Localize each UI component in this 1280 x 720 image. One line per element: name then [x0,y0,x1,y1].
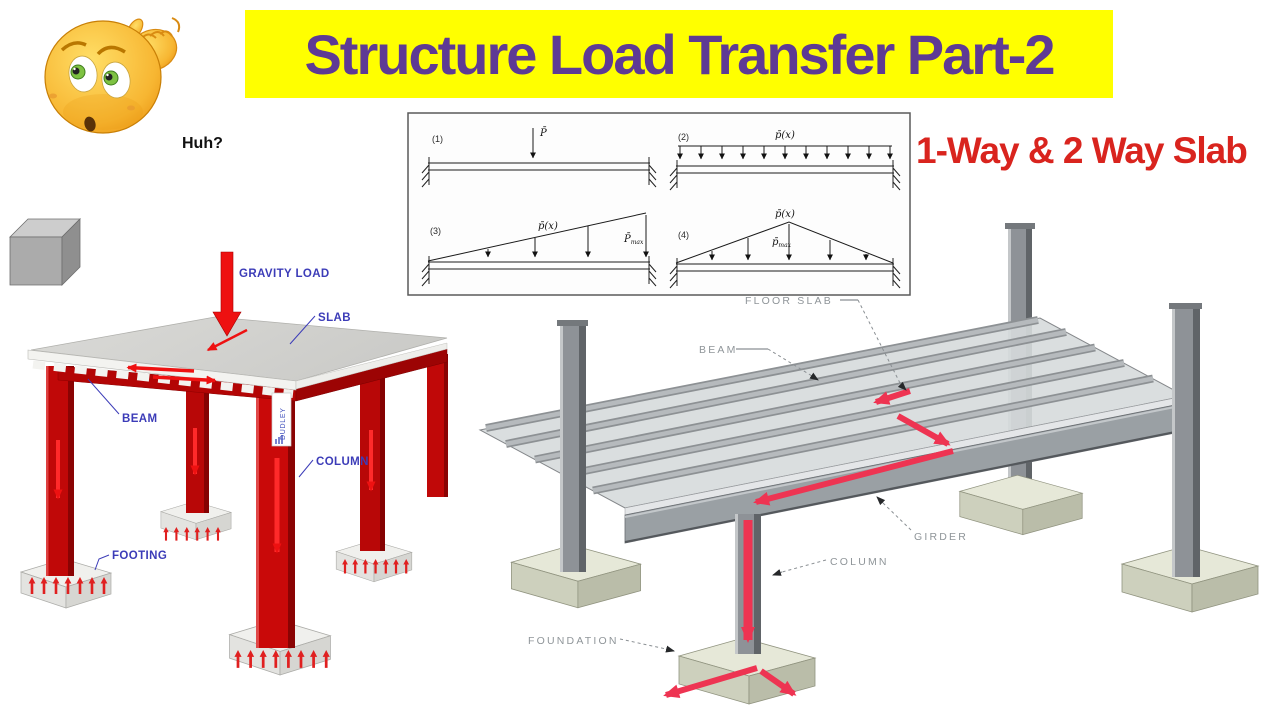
column-front-right [427,354,448,497]
gravity-load-label: GRAVITY LOAD [239,268,330,280]
emoji-caption: Huh? [182,135,223,152]
diagram-3-number: (3) [430,226,441,236]
title-banner: Structure Load Transfer Part-2 [245,10,1113,98]
right-labels: FLOOR SLAB BEAM GIRDER COLUMN FOUNDATION [528,295,968,653]
dudley-watermark: DUDLEY [271,392,292,447]
watermark-text: DUDLEY [280,407,287,440]
diagram-2-number: (2) [678,132,689,142]
diagram-2-load-label: p̄(x) [775,130,795,141]
column-label: COLUMN [316,456,369,468]
panel-border [407,112,911,296]
diagram-triangular-load: (3) p̄(x) P̄max [421,212,657,287]
left-structure: DUDLEY GRAVITY LOAD SLAB BEAM COLUMN FOO… [20,251,448,676]
diagram-point-load: (1) P̄ [421,127,657,188]
footing-label: FOOTING [112,550,167,562]
subtitle-text: 1-Way & 2 Way Slab [916,130,1248,171]
emoji-mouth [84,116,96,132]
confused-emoji [44,17,181,134]
slab-label: SLAB [318,312,351,324]
uniform-load-arrows [677,146,893,160]
diagram-peaked-load: (4) p̄(x) p̄max [669,209,901,289]
foundation-label: FOUNDATION [528,635,619,647]
floor-slab-label: FLOOR SLAB [745,295,833,307]
diagram-4-max-label: p̄max [772,237,792,249]
diagram-uniform-load: (2) p̄(x) [669,130,901,191]
slab-distribution-arrow [206,328,248,352]
diagram-4-number: (4) [678,230,689,240]
diagram-3-load-label: p̄(x) [538,221,558,232]
load-path-arrows [663,388,954,699]
diagram-4-load-label: p̄(x) [775,209,795,220]
diagram-3-max-label: P̄max [623,233,644,246]
beam-label: BEAM [122,413,157,425]
diagram-1-number: (1) [432,134,443,144]
steel-column-right [1169,303,1202,577]
column-back-middle [186,389,209,513]
right-structure: FLOOR SLAB BEAM GIRDER COLUMN FOUNDATION [478,223,1259,705]
load-transfer-arrows [53,363,376,554]
slab-beams [485,316,1154,495]
peaked-load-arrows [709,224,869,261]
beam-label-right: BEAM [699,344,738,356]
diagram-1-load-label: P̄ [539,127,547,139]
steel-column-back-left [557,320,588,572]
girder-label: GIRDER [914,531,968,543]
triangular-load-arrows [485,215,649,258]
emoji-eyebrow-left [60,41,87,52]
emoji-eyebrow-right [96,45,126,56]
foundations [511,474,1259,705]
column-label-right: COLUMN [830,556,889,568]
load-diagram-panel: (1) P̄ (2) p̄(x) [407,112,911,296]
left-labels: GRAVITY LOAD SLAB BEAM COLUMN FOOTING [87,268,369,571]
page-title: Structure Load Transfer Part-2 [304,22,1055,86]
gravity-load-arrow [212,251,242,337]
red-columns [46,354,448,648]
cube-icon [9,218,81,286]
